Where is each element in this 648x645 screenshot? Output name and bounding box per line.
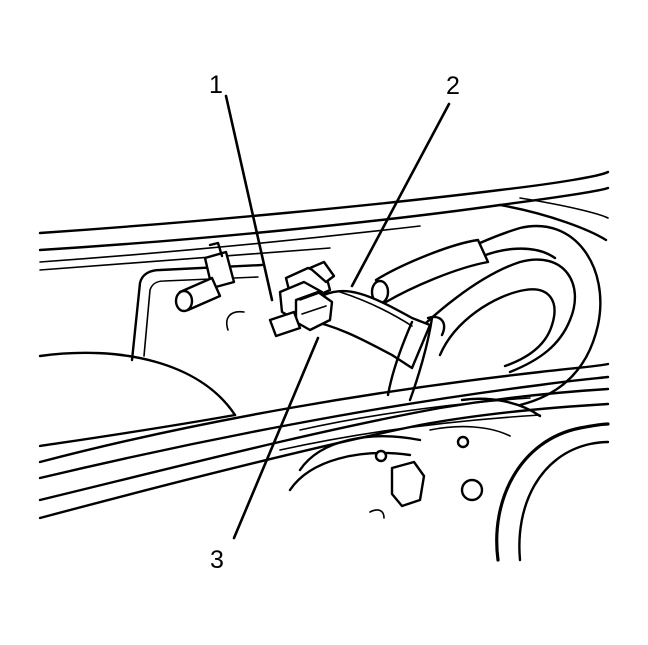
descending-hose — [386, 315, 446, 402]
cowl-panel — [38, 170, 610, 271]
callout-1: 1 — [209, 71, 223, 99]
upper-hose-end — [370, 238, 490, 305]
main-hose — [304, 289, 432, 370]
leader-line-2 — [350, 102, 451, 288]
callout-2: 2 — [446, 72, 460, 100]
lower-assembly — [288, 397, 542, 519]
bracket-panel — [130, 263, 264, 362]
leader-line-1 — [224, 94, 274, 302]
hose-clamp — [268, 260, 336, 338]
left-fitting — [174, 241, 236, 313]
wiring-harness — [38, 362, 610, 520]
reservoir-left — [38, 351, 237, 448]
leader-line-3 — [232, 336, 320, 540]
reservoir-right — [495, 422, 610, 562]
callout-3: 3 — [210, 546, 224, 574]
